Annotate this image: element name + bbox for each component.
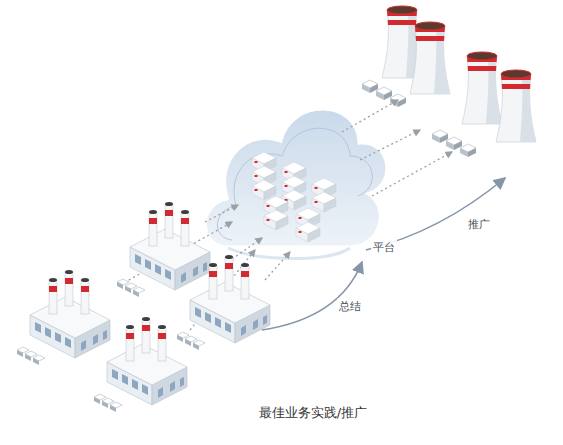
server — [296, 222, 320, 242]
flow-label: 平台 — [371, 240, 397, 255]
cooling-tower — [496, 70, 536, 142]
cloud-platform — [204, 108, 387, 259]
factory — [94, 317, 187, 412]
factory — [177, 255, 270, 350]
cloud-inner-edge — [217, 128, 372, 240]
server — [252, 180, 276, 200]
server — [312, 192, 336, 212]
dotted-arrow — [265, 252, 290, 280]
factories — [17, 202, 270, 412]
flow-label: 推广 — [466, 217, 492, 232]
dotted-arrow — [342, 100, 398, 132]
dotted-arrow — [372, 152, 452, 196]
factory — [17, 270, 110, 365]
curve-arrow — [262, 262, 362, 330]
server-rack — [252, 152, 336, 242]
cooling-tower — [410, 22, 450, 94]
caption: 最佳业务实践/推广 — [259, 404, 367, 422]
cloud-shape — [204, 108, 387, 248]
factory — [117, 202, 210, 297]
equipment — [390, 94, 406, 107]
power-plant — [362, 6, 536, 157]
cooling-tower — [462, 52, 502, 124]
server — [264, 210, 288, 230]
dotted-arrow — [205, 205, 238, 222]
equipment — [460, 144, 476, 157]
dotted-arrow — [360, 130, 420, 160]
flow-label: 总结 — [337, 299, 363, 314]
